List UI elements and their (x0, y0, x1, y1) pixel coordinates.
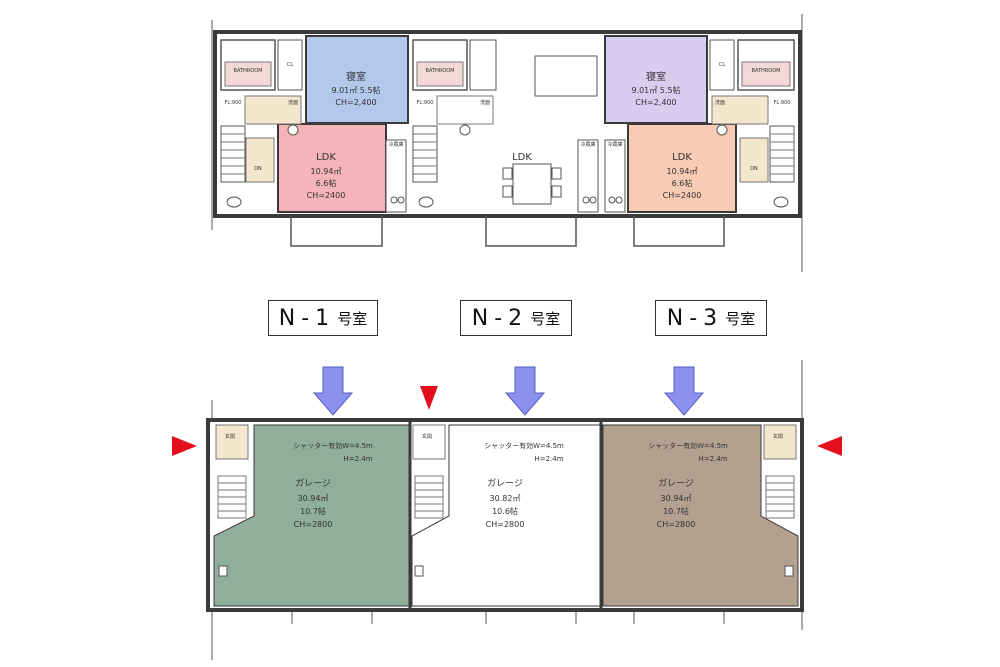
garage-n3-height: H=2.4m (698, 455, 727, 463)
garage-n1-shutter: シャッター有効W=4.5m (293, 441, 373, 450)
toilet-n2 (418, 196, 434, 208)
approach-arrow-left (172, 436, 197, 456)
fl-n1: FL:900 (225, 100, 242, 106)
toilet-n3 (773, 196, 789, 208)
bath-n3-label: BATHROOM (752, 68, 781, 74)
wash-n3-label: 洗面 (715, 99, 725, 106)
stairs-g1 (217, 475, 247, 519)
garage-n1-height: H=2.4m (343, 455, 372, 463)
unit-suffix-n3: 号室 (725, 309, 756, 328)
garage-n3 (602, 424, 799, 607)
garage-n2-tatami: 10.6帖 (492, 506, 518, 516)
dn-n3: DN (750, 166, 758, 172)
bedroom-n1 (305, 35, 409, 124)
entry-n2-label: 玄関 (422, 433, 432, 440)
fridge-n1: 冷蔵庫 (388, 141, 403, 148)
unit-suffix-n2: 号室 (530, 309, 561, 328)
bath-n2-label: BATHROOM (426, 68, 455, 74)
garage-n3-shutter: シャッター有効W=4.5m (648, 441, 728, 450)
garage-n3-name: ガレージ (658, 478, 694, 489)
ldk-n1-name: LDK (316, 152, 336, 163)
stairs-n2 (412, 125, 438, 183)
wash-n1 (244, 95, 302, 125)
entry-arrow-n2 (504, 366, 546, 416)
garage-n1-name: ガレージ (295, 478, 331, 489)
stairs-g2 (414, 475, 444, 519)
wash-n2 (436, 95, 494, 125)
wash-n1-label: 洗面 (288, 99, 298, 106)
garage-n3-ch: CH=2800 (657, 520, 696, 529)
entry-arrow-n1 (312, 366, 354, 416)
balcony-n3 (633, 216, 725, 247)
ldk-n2-name: LDK (512, 152, 532, 163)
unit-number-n3: N-3 (666, 305, 724, 331)
dn-n1: DN (254, 166, 262, 172)
garage-n1-ch: CH=2800 (294, 520, 333, 529)
garage-n3-area: 30.94㎡ (661, 494, 692, 503)
unit-label-n1: N-1 号室 (268, 300, 378, 336)
closet-n1 (277, 39, 303, 91)
unit-number-n2: N-2 (471, 305, 529, 331)
upper-floor-plan: 寝室 9.01㎡ 5.5帖 CH=2,400 LDK 10.94㎡ 6.6帖 C… (211, 14, 803, 272)
wash-n2-label: 洗面 (480, 99, 490, 106)
ldk-n3-name: LDK (672, 152, 692, 163)
fl-n3: FL:900 (774, 100, 791, 106)
bedroom-n3-ch: CH=2,400 (635, 98, 676, 107)
garage-n2-name: ガレージ (487, 478, 523, 489)
bedroom-n3-name: 寝室 (646, 70, 666, 83)
stairs-g3 (765, 475, 795, 519)
ground-floor-plan: 玄関 玄関 玄関 (206, 360, 804, 660)
wash-n3 (711, 95, 769, 125)
bedroom-n1-name: 寝室 (346, 70, 366, 83)
balcony-n1 (290, 216, 383, 247)
entry-n1-label: 玄関 (225, 433, 235, 440)
garage-n2-area: 30.82㎡ (490, 494, 521, 503)
bedroom-n1-area: 9.01㎡ 5.5帖 (331, 85, 380, 95)
garage-n1-tatami: 10.7帖 (300, 506, 326, 516)
unit-number-n1: N-1 (278, 305, 336, 331)
ldk-n1-tatami: 6.6帖 (316, 178, 337, 188)
ldk-n3 (627, 123, 737, 213)
garage-n3-tatami: 10.7帖 (663, 506, 689, 516)
stairs-n3 (769, 125, 795, 183)
entry-arrow-n3 (663, 366, 705, 416)
closet-n3-label: CL (719, 62, 725, 68)
balcony-n2 (485, 216, 577, 247)
ldk-n1-area: 10.94㎡ (311, 167, 342, 176)
bedroom-n3-area: 9.01㎡ 5.5帖 (631, 85, 680, 95)
garage-n2-ch: CH=2800 (486, 520, 525, 529)
toilet-n1 (226, 196, 242, 208)
closet-n1-label: CL (287, 62, 293, 68)
unit-suffix-n1: 号室 (337, 309, 368, 328)
fl-n2: FL:900 (417, 100, 434, 106)
ldk-n3-tatami: 6.6帖 (672, 178, 693, 188)
garage-n1-area: 30.94㎡ (298, 494, 329, 503)
fridge-n3: 冷蔵庫 (607, 141, 622, 148)
ldk-n3-area: 10.94㎡ (667, 167, 698, 176)
ldk-n1-ch: CH=2400 (307, 191, 346, 200)
entry-arrows (172, 366, 842, 456)
fridge-n2: 冷蔵庫 (580, 141, 595, 148)
approach-arrow-top (420, 386, 438, 410)
dining-table-n2 (502, 163, 562, 205)
unit-label-n2: N-2 号室 (460, 300, 572, 336)
entry-n3-label: 玄関 (773, 433, 783, 440)
approach-arrow-right (817, 436, 842, 456)
stair-void-n2 (534, 55, 598, 97)
closet-n3 (709, 39, 735, 91)
garage-n2-shutter: シャッター有効W=4.5m (484, 441, 564, 450)
garage-n2-height: H=2.4m (534, 455, 563, 463)
bedroom-n1-ch: CH=2,400 (335, 98, 376, 107)
stairs-n1 (220, 125, 246, 183)
bath-n1-label: BATHROOM (234, 68, 263, 74)
ldk-n3-ch: CH=2400 (663, 191, 702, 200)
unit-label-n3: N-3 号室 (655, 300, 767, 336)
